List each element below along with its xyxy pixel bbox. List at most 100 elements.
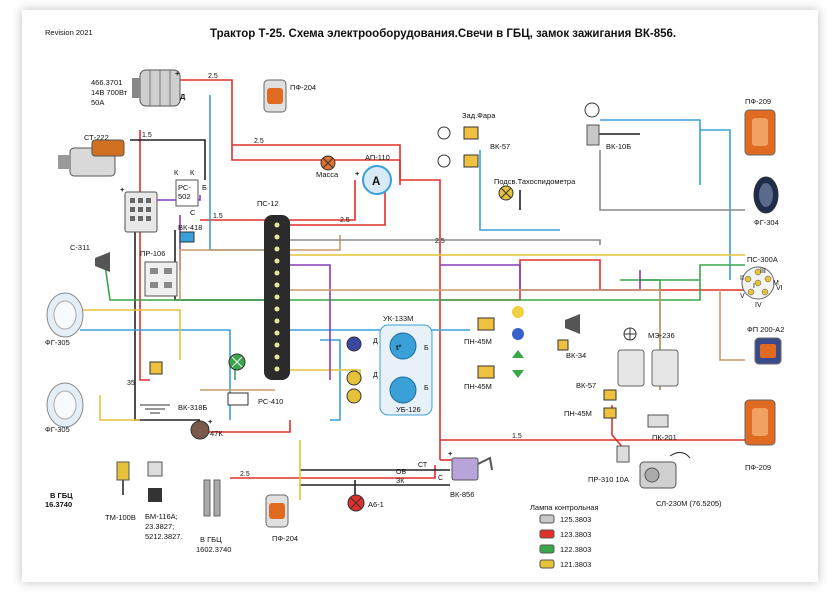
lamp-pf204-bottom bbox=[265, 494, 289, 528]
headlight-fg304 bbox=[753, 176, 779, 214]
ignition-switch-plus: + bbox=[448, 449, 453, 458]
motor-me236-label: МЭ-236 bbox=[648, 331, 675, 340]
gauge-term-b2: Б bbox=[424, 385, 429, 392]
switch-pn45-mid-label: ПН-45М bbox=[464, 382, 492, 391]
sensor-tm100-label: ТМ-100В bbox=[105, 513, 136, 522]
lamp-legend-3: 122.3803 bbox=[560, 545, 591, 554]
switch-vk106 bbox=[584, 102, 640, 146]
lamp-pf204-bottom-label: ПФ-204 bbox=[272, 534, 298, 543]
relay-terminal-c: С bbox=[190, 208, 196, 217]
wire-blue-4 bbox=[80, 329, 231, 420]
switch-pn45-low-label: ПН-45М bbox=[564, 409, 592, 418]
generator bbox=[132, 69, 181, 107]
gauge-term-d1: Д bbox=[373, 338, 378, 345]
motor-me236 bbox=[617, 349, 679, 387]
lamp-blue bbox=[346, 336, 362, 352]
starter-label: СТ-222 bbox=[84, 133, 109, 142]
headlight-fg305-bottom bbox=[46, 382, 84, 428]
lamp-legend-4: 121.3803 bbox=[560, 560, 591, 569]
headlight-fg305-bottom-label: ФГ-305 bbox=[45, 425, 70, 434]
terminal-m: М bbox=[773, 280, 779, 287]
relay-terminal-k1: К bbox=[174, 168, 179, 177]
generator-label-current: 50А bbox=[91, 98, 104, 107]
wire-starter-black bbox=[130, 139, 206, 180]
lamp-pf204-top bbox=[263, 79, 287, 113]
wire-label-2-5-vert: 2.5 bbox=[435, 238, 445, 245]
switch-pn45-low bbox=[603, 407, 617, 419]
connector-ps300a bbox=[741, 266, 775, 300]
wire-label-2-5-glow: 2.5 bbox=[240, 471, 250, 478]
terminal-i: I bbox=[753, 283, 755, 290]
relay-rs410 bbox=[227, 392, 249, 406]
terminal-ii: II bbox=[740, 275, 744, 282]
relay-rs502 bbox=[175, 179, 199, 207]
ignition-switch-label: ВК-856 bbox=[450, 490, 474, 499]
wire-ammeter-red bbox=[200, 180, 356, 221]
terminal-v: V bbox=[740, 293, 745, 300]
wire-gray-2 bbox=[290, 239, 601, 245]
gbc-note-2: 16.3740 bbox=[45, 500, 72, 509]
wire-brown-1 bbox=[179, 235, 341, 300]
relay-rs410-label: РС-410 bbox=[258, 397, 283, 406]
lamp-legend-2: 123.3803 bbox=[560, 530, 591, 539]
lamp-pf209-top bbox=[744, 109, 776, 156]
relay-rs502-label-b: 502 bbox=[178, 192, 191, 201]
wire-label-1-5-right: 1.5 bbox=[512, 433, 522, 440]
switch-vk106-label: ВК-10Б bbox=[606, 142, 631, 151]
fuse-pr310 bbox=[616, 445, 630, 463]
wire-label-1-5-ps: 1.5 bbox=[213, 213, 223, 220]
wire-label-2-5-ps: 2.5 bbox=[340, 217, 350, 224]
ignition-switch-vk856 bbox=[451, 456, 493, 481]
wire-label-st: СТ bbox=[418, 462, 428, 469]
lamp-pf209-bottom-label: ПФ-209 bbox=[745, 463, 771, 472]
switch-pn45-mid bbox=[477, 365, 495, 379]
horn-small-icon bbox=[565, 314, 580, 334]
lamp-yellow-2 bbox=[346, 388, 362, 404]
wire-47k-red bbox=[205, 420, 291, 433]
glow-plug-label-2: 1602.3740 bbox=[196, 545, 231, 554]
wire-label-1-5-starter: 1.5 bbox=[142, 132, 152, 139]
relay-rs502-label-a: РС- bbox=[178, 183, 191, 192]
glow-plug-label-1: В ГБЦ bbox=[200, 535, 222, 544]
gauge-uk133: t° bbox=[379, 324, 433, 416]
motor-sl230 bbox=[639, 452, 691, 489]
generator-plus: + bbox=[175, 69, 180, 78]
headlight-fg305-top bbox=[46, 292, 84, 338]
wire-purple-3 bbox=[290, 264, 331, 380]
wire-label-ov: ОВ bbox=[396, 469, 406, 476]
switch-vk34-label: ВК-34 bbox=[566, 351, 586, 360]
wire-purple-1 bbox=[140, 195, 201, 201]
switch-vk418 bbox=[179, 231, 195, 243]
lamp-massa-label: Масса bbox=[316, 170, 339, 179]
wire-blue-2 bbox=[479, 150, 560, 231]
lamp-yellow-1 bbox=[346, 370, 362, 386]
temp-gauge-icon: t° bbox=[396, 343, 402, 352]
sensor-bm116-label-1: БМ-116А; bbox=[145, 512, 178, 521]
lamp-pf209-top-label: ПФ-209 bbox=[745, 97, 771, 106]
wire-label-zk: ЗК bbox=[396, 478, 405, 485]
relay-pr106-label: ПР-106 bbox=[140, 249, 165, 258]
lamp-speedometer-label: Подсв.Тахоспидометра bbox=[494, 177, 576, 186]
gauge-term-b1: Б bbox=[424, 345, 429, 352]
switch-pn45-top-label: ПН-45М bbox=[464, 337, 492, 346]
lamp-a61-label: А6-1 bbox=[368, 500, 384, 509]
switch-pn45-top bbox=[477, 317, 495, 331]
wire-label-2-5-mid: 2.5 bbox=[254, 138, 264, 145]
switch-vk34 bbox=[557, 339, 569, 351]
switch-vk418-label: ВК-418 bbox=[178, 223, 202, 232]
sensor-bm116-label-2: 23.3827; bbox=[145, 522, 174, 531]
switch-pk201 bbox=[647, 414, 669, 428]
socket-47k bbox=[190, 420, 210, 440]
wires bbox=[80, 79, 745, 500]
wire-gray-1 bbox=[599, 150, 745, 211]
turn-arrow-icon bbox=[512, 350, 524, 378]
wire-label-c: С bbox=[438, 475, 443, 482]
wire-yellow-1 bbox=[80, 309, 181, 360]
revision-label: Revision 2021 bbox=[45, 28, 93, 37]
headlight-fg304-label: ФГ-304 bbox=[754, 218, 779, 227]
wire-label-2-5-top: 2.5 bbox=[208, 73, 218, 80]
sensor-bm116-label-3: 5212.3827. bbox=[145, 532, 183, 541]
motor-sl230-label: СЛ-230М (76.5205) bbox=[656, 499, 722, 508]
switch-vk318b bbox=[140, 404, 170, 414]
